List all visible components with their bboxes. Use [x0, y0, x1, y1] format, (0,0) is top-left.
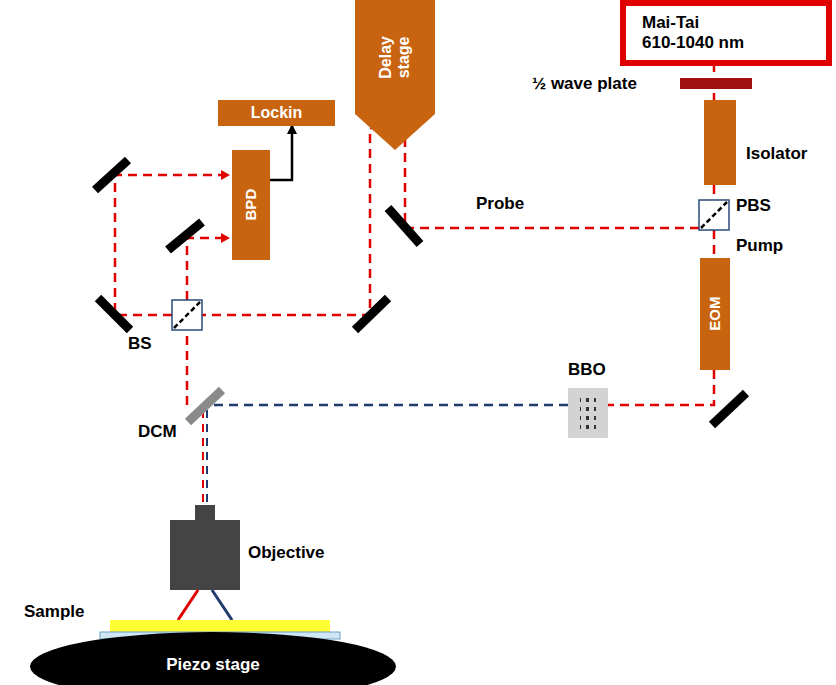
component-label: Mai-Tai: [642, 13, 699, 33]
component-label: 610-1040 nm: [642, 33, 744, 53]
component-box: Piezo stage: [30, 632, 396, 685]
part-label: Sample: [24, 602, 84, 622]
component-label: Piezo stage: [166, 655, 260, 675]
part-label: DCM: [138, 422, 177, 442]
bs-cube: [172, 300, 202, 330]
part-label: BBO: [568, 360, 606, 380]
pbs-cube: [699, 200, 729, 230]
laser-source: Mai-Tai610-1040 nm: [620, 0, 832, 66]
component-label: EOM: [706, 297, 723, 331]
focus-beam: [212, 590, 232, 620]
mirror: [95, 160, 746, 425]
objective-top: [195, 505, 215, 520]
part-label: Objective: [248, 543, 325, 563]
shg-beam: [206, 410, 208, 505]
component-label: Lockin: [251, 104, 303, 122]
isolator-box: [704, 100, 736, 185]
part-label: Probe: [476, 194, 524, 214]
part-label: Isolator: [746, 144, 807, 164]
pbs-diagonal: [701, 202, 727, 228]
arrowhead: [221, 233, 230, 243]
laser-beam: [202, 410, 204, 505]
bbo-dots: [580, 394, 596, 432]
bs-diagonal: [174, 302, 200, 328]
component-box: Lockin: [218, 100, 335, 126]
component-label: Delay stage: [377, 26, 414, 88]
part-label: BS: [128, 334, 152, 354]
component-box: EOM: [700, 258, 730, 370]
bbo-crystal: [568, 388, 608, 438]
focus-beam: [178, 590, 198, 620]
component-box: Delay stage: [355, 0, 435, 150]
part-label: Pump: [736, 236, 783, 256]
signal-wire: [270, 126, 292, 180]
part-label: ½ wave plate: [532, 74, 637, 94]
dichroic-mirror: [188, 390, 222, 422]
objective-body: [170, 520, 240, 590]
component-box: BPD: [232, 150, 270, 260]
wave-plate: [680, 78, 752, 89]
arrowhead: [221, 170, 230, 180]
shg-beam: [205, 404, 568, 407]
component-label: BPD: [242, 189, 259, 221]
part-label: PBS: [736, 196, 771, 216]
sample-layer: [110, 620, 330, 632]
